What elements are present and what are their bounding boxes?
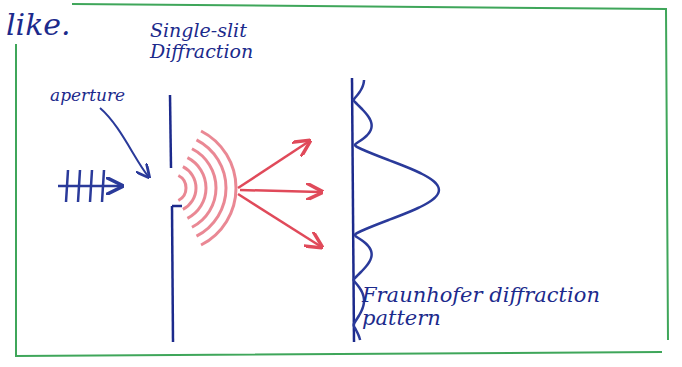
aperture-label: aperture [50, 86, 160, 105]
frame [16, 4, 668, 356]
heading-fragment: like. [6, 8, 116, 41]
pointer-arrow [100, 108, 148, 176]
wavefront-arc [201, 131, 236, 245]
wavefront-arc [187, 158, 206, 219]
pattern-label: Fraunhofer diffraction pattern [362, 284, 662, 330]
wavefronts [178, 131, 236, 245]
slit-wall [170, 95, 182, 342]
wavefront-arc [196, 140, 226, 236]
screen [352, 78, 354, 342]
plane-waves [58, 170, 120, 202]
rays [238, 142, 320, 246]
title-label: Single-slit Diffraction [150, 20, 280, 62]
wavefront-arc [183, 167, 196, 210]
wavefront-arc [192, 149, 216, 227]
wavefront-arc [178, 176, 186, 201]
